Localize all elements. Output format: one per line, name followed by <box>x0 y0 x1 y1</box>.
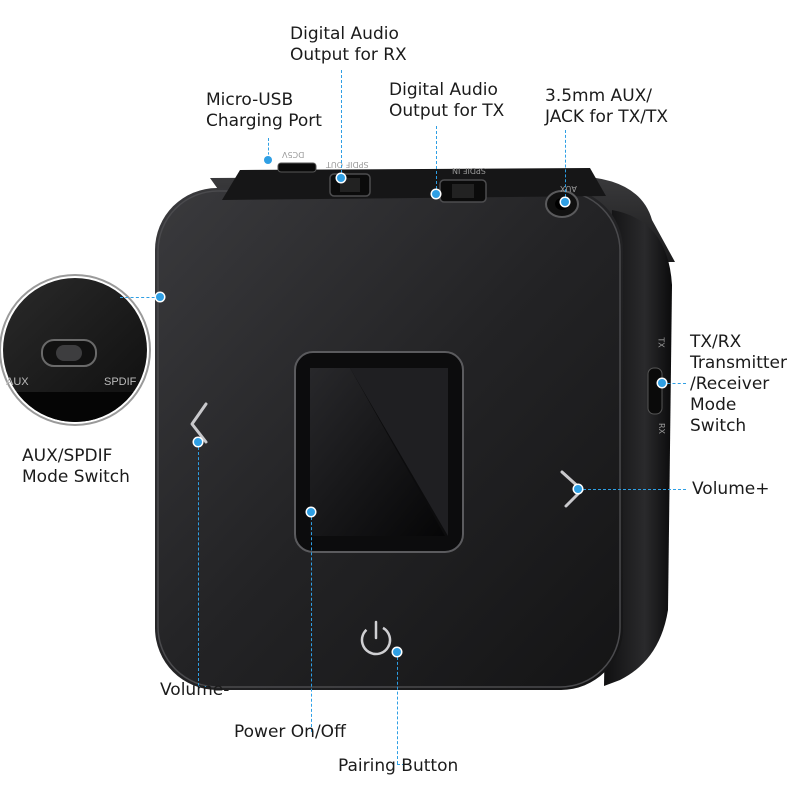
label-power: Power On/Off <box>234 722 346 742</box>
label-aux-spdif-switch: AUX/SPDIF Mode Switch <box>22 446 130 487</box>
label-volume-up: Volume+ <box>692 479 770 499</box>
side-rx-marking: RX <box>657 422 667 435</box>
dot-spdif-rx <box>337 174 345 182</box>
dot-aux-spdif <box>156 293 164 301</box>
leader-pairing <box>397 652 398 764</box>
dot-usb <box>264 156 272 164</box>
leader-power <box>311 512 312 732</box>
dot-pairing <box>393 648 401 656</box>
leader-aux-jack <box>565 130 566 202</box>
dot-txrx <box>658 379 666 387</box>
label-micro-usb: Micro-USB Charging Port <box>206 90 322 131</box>
leader-spdif-tx <box>436 126 437 194</box>
label-aux-jack: 3.5mm AUX/ JACK for TX/TX <box>545 86 669 127</box>
volume-up-chevron <box>560 470 584 508</box>
leader-pairing-h <box>397 764 405 765</box>
side-switch-shape <box>647 367 663 415</box>
usb-port-shape <box>277 162 317 173</box>
dot-volume-down <box>194 438 202 446</box>
label-digital-audio-rx: Digital Audio Output for RX <box>290 24 407 65</box>
inset-spdif-marking: SPDIF <box>104 376 137 388</box>
dot-power <box>307 508 315 516</box>
leader-volume-down <box>198 442 199 686</box>
label-digital-audio-tx: Digital Audio Output for TX <box>389 80 505 121</box>
pairing-icon <box>360 620 392 656</box>
leader-spdif-rx <box>341 70 342 178</box>
label-txrx-switch: TX/RX Transmitter /Receiver Mode Switch <box>690 332 787 436</box>
leader-aux-spdif <box>120 297 160 298</box>
dot-spdif-tx <box>432 190 440 198</box>
dot-volume-up <box>574 485 582 493</box>
top-aux-marking: AUX <box>560 184 577 193</box>
top-spdif-out-marking: SPDIF OUT <box>326 160 369 169</box>
inset-aux-marking: AUX <box>6 376 29 388</box>
leader-txrx <box>662 383 686 384</box>
side-tx-marking: TX <box>656 337 666 348</box>
top-spdif-in-marking: SPDIF IN <box>452 166 486 175</box>
top-usb-marking: DC5V <box>282 150 305 159</box>
label-pairing: Pairing Button <box>338 756 459 776</box>
dot-aux-jack <box>561 198 569 206</box>
leader-usb <box>268 138 269 160</box>
leader-volume-up <box>578 489 686 490</box>
label-volume-down: Volume- <box>160 680 230 700</box>
leader-volume-down-h <box>198 686 208 687</box>
volume-down-chevron <box>190 402 208 444</box>
